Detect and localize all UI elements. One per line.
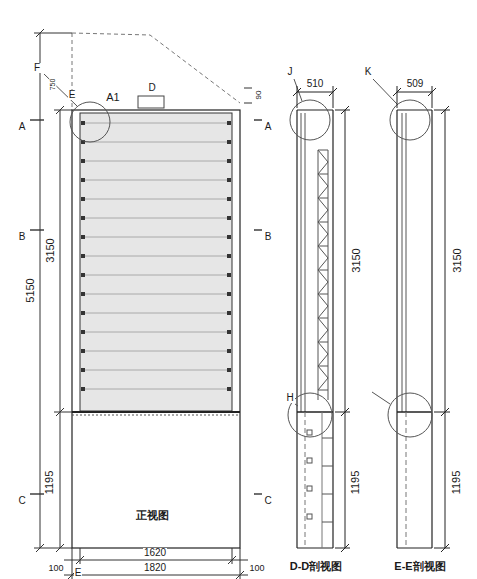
bolt-mark: [307, 486, 312, 491]
dimension-label: K: [364, 67, 373, 77]
light-box-panel: [80, 113, 232, 411]
dimension-label: 3150: [350, 247, 361, 273]
detail-circle: [70, 102, 110, 142]
dimension-label: 1195: [45, 469, 56, 495]
sign-body: [72, 110, 240, 548]
rib-line: [322, 466, 333, 467]
bolt-mark: [307, 430, 312, 435]
dimension-label: H: [285, 393, 294, 403]
dimension-label: 3150: [44, 237, 55, 263]
dimension-label: 100: [47, 564, 64, 573]
dimension-label: 750: [50, 77, 57, 91]
dimension-label: E: [68, 90, 77, 100]
rib-line: [322, 438, 333, 439]
dimension-label: C: [263, 496, 272, 506]
dimension-label: 1620: [143, 548, 167, 558]
view-title: 正视图: [135, 510, 170, 521]
section-marks: [30, 120, 262, 494]
rib-line: [322, 522, 333, 523]
dimension-label: J: [287, 67, 294, 77]
section-e-e: [372, 79, 450, 552]
dimension-label: 509: [406, 79, 425, 89]
section-d-d: [288, 79, 350, 552]
dimension-label: B: [18, 232, 27, 242]
top-bracket: [138, 96, 164, 108]
dimension-label: 1195: [351, 469, 362, 495]
dimension-label: A: [264, 122, 273, 132]
dimension-label: B: [264, 232, 273, 242]
bolt-mark: [307, 514, 312, 519]
dimension-label: D: [147, 83, 156, 93]
dimension-label: 3150: [451, 247, 462, 273]
leader-line: [44, 74, 77, 106]
dimension-label: 5150: [24, 277, 35, 303]
panel-base-line: [72, 411, 240, 413]
dimension-label: E: [74, 568, 83, 578]
dashed-outline: [72, 33, 240, 103]
base-edge: [72, 415, 240, 416]
view-title: D-D剖视图: [289, 561, 344, 572]
dimension-label: A1: [105, 92, 120, 103]
dimension-lines: [34, 29, 252, 579]
bolt-mark: [307, 458, 312, 463]
dimension-label: C: [17, 496, 26, 506]
dimension-label: 1820: [143, 563, 167, 573]
dimension-label: 510: [306, 79, 325, 89]
view-title: E-E剖视图: [393, 561, 446, 572]
dimension-label: F: [33, 63, 41, 73]
dimension-label: 100: [248, 564, 265, 573]
dimension-label: 1195: [452, 469, 463, 495]
panel-stripes: [81, 121, 231, 391]
dimension-label: 90: [255, 90, 263, 101]
rib-line: [322, 494, 333, 495]
dimension-label: A: [18, 122, 27, 132]
